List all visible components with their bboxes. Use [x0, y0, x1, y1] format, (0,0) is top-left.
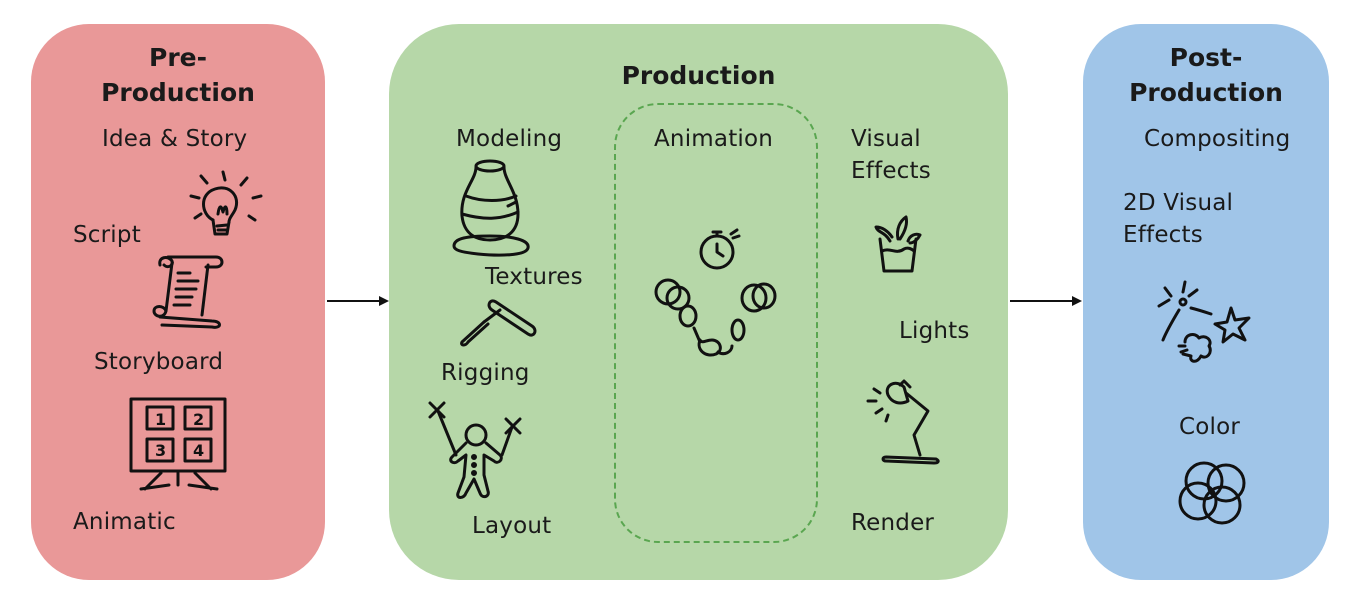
storyboard-panel-3: 3	[155, 441, 166, 460]
animatic-label: Animatic	[73, 509, 176, 535]
color-circles-icon	[1178, 461, 1246, 525]
production-title: Production	[621, 61, 776, 90]
lights-label: Lights	[899, 318, 970, 344]
arrow-production-to-post	[1010, 296, 1082, 306]
pre-production-panel	[31, 24, 325, 580]
render-label: Render	[851, 510, 935, 536]
sparkle-icon	[1157, 280, 1251, 363]
paint-roller-icon	[460, 299, 537, 347]
puppet-icon	[428, 401, 522, 499]
scroll-icon	[152, 255, 224, 329]
storyboard-panel-4: 4	[193, 441, 204, 460]
storyboard-label: Storyboard	[94, 349, 224, 375]
animation-label: Animation	[654, 126, 774, 152]
post-production-title-line2: Production	[1129, 78, 1283, 107]
lightbulb-icon	[189, 170, 263, 236]
post-production-title-line1: Post-	[1169, 43, 1243, 72]
animation-dashed-group	[614, 103, 818, 543]
rigging-label: Rigging	[441, 360, 530, 386]
textures-label: Textures	[485, 264, 583, 290]
2d-visual-effects-label-line2: Effects	[1123, 222, 1203, 248]
visual-effects-label-line1: Visual	[851, 126, 921, 152]
color-label: Color	[1179, 414, 1241, 440]
arrow-pre-to-production	[327, 296, 389, 306]
storyboard-panel-1: 1	[155, 410, 166, 429]
bouncing-ball-icon	[654, 278, 777, 357]
modeling-label: Modeling	[456, 126, 563, 152]
2d-visual-effects-label-line1: 2D Visual	[1123, 190, 1234, 216]
pre-production-title-line1: Pre-	[149, 43, 207, 72]
layout-label: Layout	[472, 513, 552, 539]
idea-story-label: Idea & Story	[102, 126, 248, 152]
storyboard-icon: 1 2 3 4	[129, 397, 227, 491]
splash-glass-icon	[874, 215, 922, 273]
stopwatch-icon	[699, 228, 741, 270]
script-label: Script	[73, 222, 141, 248]
visual-effects-label-line2: Effects	[851, 158, 931, 184]
compositing-label: Compositing	[1144, 126, 1291, 152]
pre-production-title-line2: Production	[101, 78, 255, 107]
desk-lamp-icon	[866, 379, 940, 465]
storyboard-panel-2: 2	[193, 410, 204, 429]
vase-icon	[452, 159, 530, 257]
post-production-panel	[1083, 24, 1329, 580]
